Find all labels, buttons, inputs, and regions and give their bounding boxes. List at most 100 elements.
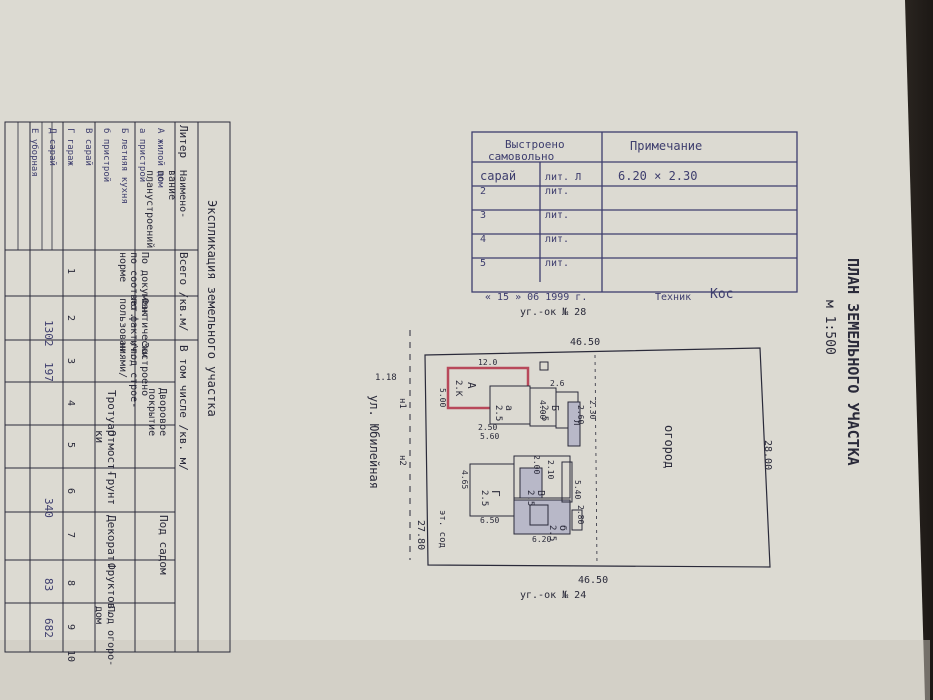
dim-280: 2.80 [576, 505, 585, 524]
dim-n1: н1 [397, 398, 407, 409]
explication-title: Экспликация земельного участка [205, 200, 219, 417]
header-c9: Под огоро-дом [93, 606, 116, 666]
stamp-row-num-n5: 5 [480, 258, 486, 269]
dim-12: 12.0 [478, 358, 497, 367]
bldg-b-floors: 2.5 [547, 525, 557, 541]
stamp-row-lit-n5: лит. [545, 258, 569, 269]
bldg-A-floors: 2.К [453, 380, 463, 397]
dim-620: 6.20 [532, 535, 551, 544]
col-number-n8: 8 [65, 580, 76, 586]
bldg-B-floors: 2.5 [539, 405, 549, 421]
value-fact: 1302 [42, 320, 55, 347]
bldg-B: Б [549, 405, 560, 411]
explication-table [4, 121, 231, 653]
plan-scale: м 1:500 [822, 300, 837, 355]
stamp-row-num-n2: 2 [480, 186, 486, 197]
col-number-n2: 2 [65, 315, 76, 321]
dim-right: 28.00 [762, 440, 773, 470]
paper-shadow [0, 640, 930, 700]
header-incl: В том числе /кв. м/ [177, 345, 190, 471]
dim-210: 2.10 [546, 460, 555, 479]
stamp-note-header: Примечание [630, 139, 702, 153]
col-number-n6: 6 [65, 488, 76, 494]
stamp-tech-label: Техник [655, 292, 691, 303]
dim-250: 2.50 [478, 423, 497, 432]
street-name: ул. Юбилейная [367, 395, 381, 489]
value-grunt: 340 [42, 498, 55, 518]
dim-left: 27.80 [415, 520, 426, 550]
header-total: Всего /кв.м/ [177, 252, 190, 331]
header-liter: Литер [177, 125, 190, 158]
stamp-row-lit-n2: лит. [545, 186, 569, 197]
building-row-8: Е уборная [29, 128, 40, 177]
stamp-row-num-n4: 4 [480, 234, 486, 245]
stamp-row-num-n3: 3 [480, 210, 486, 221]
dim-top: 46.50 [570, 337, 600, 348]
plan-buildings [446, 361, 583, 535]
col-number-n10: 10 [65, 650, 76, 662]
header-c7: Декорат. [105, 515, 118, 568]
dim-230: 2.30 [588, 400, 597, 419]
stamp-row1-name: сарай [480, 169, 516, 183]
stamp-signature: Кос [710, 287, 733, 302]
corner-bottom: уг.-ок № 24 [520, 590, 586, 601]
header-c8: Фруктов. [105, 563, 118, 616]
dim-650: 6.50 [480, 516, 499, 525]
dim-ops: эт. сод [437, 510, 447, 548]
bldg-L: Л [571, 420, 581, 425]
row-rules [17, 122, 53, 250]
col-number-n4: 4 [65, 400, 76, 406]
bldg-G-floors: 2.5 [479, 490, 489, 506]
header-c4: Тротуар [105, 390, 118, 436]
bldg-G: Г [489, 490, 502, 497]
stamp-title-1: Выстроено [505, 138, 565, 151]
stamp-title-2: самовольно [488, 150, 554, 163]
stamp-row1-note: 6.20 × 2.30 [618, 169, 697, 183]
bldg-V-floors: 2.5 [525, 490, 535, 506]
header-c5: Отмост-ки [93, 430, 118, 476]
building-row-5: В сарай [83, 128, 93, 166]
dim-465: 4.65 [460, 470, 469, 489]
dim-26: 2.6 [550, 379, 565, 388]
dim-n2: н2 [397, 455, 407, 466]
dim-560: 5.60 [480, 432, 499, 441]
dim-200: 2.00 [532, 455, 541, 474]
col-number-n1: 1 [65, 268, 76, 274]
stamp-date: « 15 » 06 1999 г. [485, 292, 587, 303]
header-c1: По документпо соответ.норме [117, 252, 150, 318]
dim-500: 5.00 [438, 388, 447, 407]
bldg-A: А [465, 382, 478, 389]
bldg-b: б [557, 525, 569, 531]
col-number-n3: 3 [65, 358, 76, 364]
dim-bottom: 46.50 [578, 575, 608, 586]
corner-top: уг.-ок № 28 [520, 307, 586, 318]
header-c3: Застроено/под строе-ниями/ [117, 342, 150, 408]
plan-title: ПЛАН ЗЕМЕЛЬНОГО УЧАСТКА [844, 258, 862, 466]
building-row-4: б пристрой [101, 128, 112, 182]
dim-260: 2.60 [576, 405, 585, 424]
dim-118: 1.18 [375, 373, 397, 383]
value-fruit: 83 [42, 578, 55, 591]
header-c2: Фактическипо фактич.пользован. [117, 298, 150, 358]
building-row-3: Б летняя кухня [119, 128, 129, 204]
dim-400: 4.00 [538, 400, 547, 419]
dim-540: 5.40 [573, 480, 582, 499]
bldg-a: а [503, 405, 514, 411]
ogorod-label: огород [662, 425, 676, 468]
col-number-n7: 7 [65, 532, 76, 538]
building-row-6: Г гараж [65, 128, 75, 167]
header-name: Наимено-ваниепопланустроений [144, 170, 188, 248]
stamp-row1-lit: лит. Л [545, 172, 581, 183]
value-built: 197 [42, 362, 55, 382]
building-row-1: А жилой дом [155, 128, 165, 188]
site-boundary [424, 347, 771, 568]
value-ogorod: 682 [42, 618, 55, 638]
stamp-row-lit-n4: лит. [545, 234, 569, 245]
bldg-a-floors: 2.5 [493, 405, 503, 421]
header-c6: Грунт [105, 472, 118, 505]
building-row-2: а пристрой [137, 128, 147, 182]
header-yard: Дворовоепокрытие [146, 388, 168, 436]
stamp-row-lit-n3: лит. [545, 210, 569, 221]
